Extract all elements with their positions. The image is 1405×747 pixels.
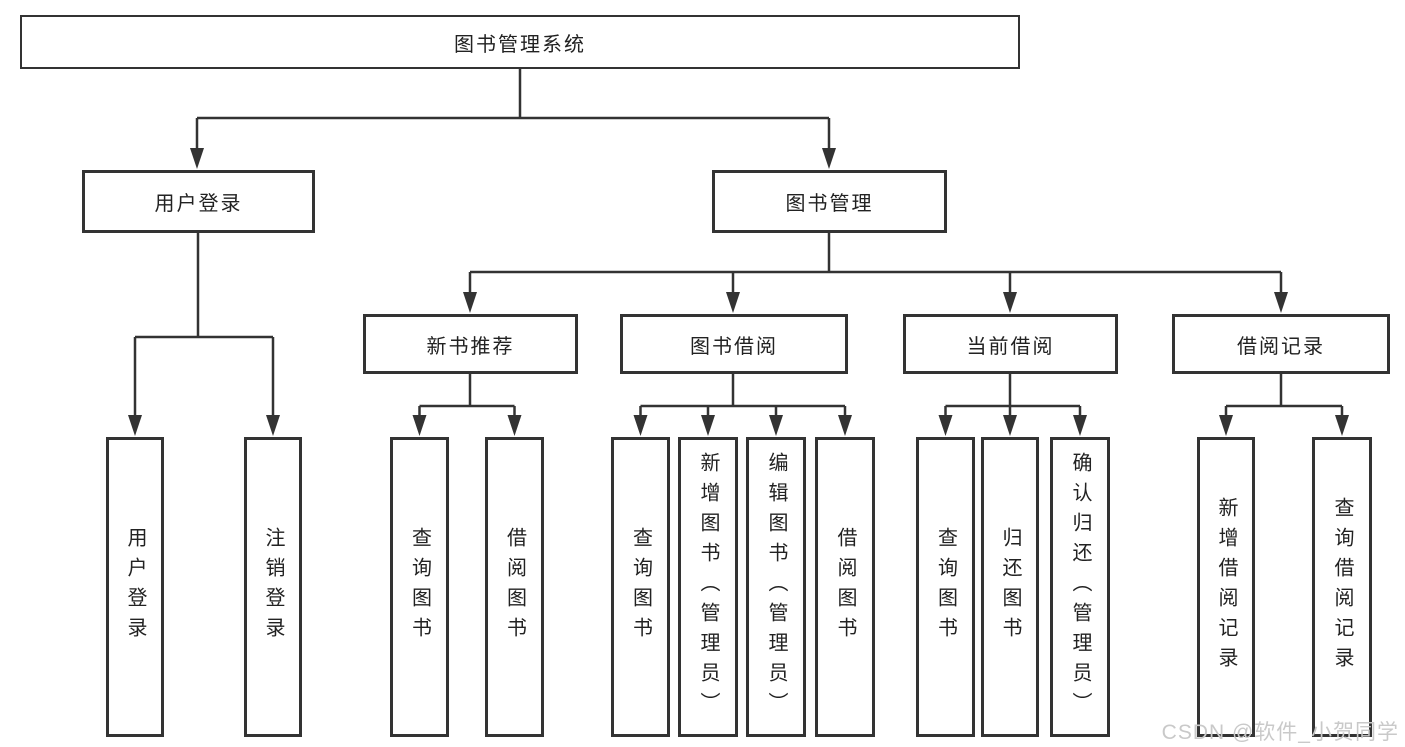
arrowhead-cb-query [938, 415, 953, 436]
connector-book-mgmt-children [468, 233, 1283, 294]
connector-borrow-record-children [1224, 374, 1344, 418]
node-label: 新书推荐 [426, 335, 515, 358]
arrowhead-nb-borrow [507, 415, 522, 436]
node-leaf-bb-borrow-book: 借阅图书 [815, 437, 875, 737]
arrowhead-bb-edit [769, 415, 783, 436]
node-borrowing-records: 借阅记录 [1172, 314, 1390, 374]
node-label: 借阅图书 [503, 527, 526, 647]
node-label: 查询图书 [408, 527, 431, 647]
arrowhead-bb-borrow [838, 415, 852, 436]
node-label: 图书借阅 [690, 335, 778, 358]
arrowhead-ul-user-login [128, 415, 142, 436]
node-label: 查询图书 [934, 527, 957, 647]
connector-root-to-level2 [195, 69, 831, 150]
arrowhead-borrow-record [1274, 292, 1288, 313]
node-leaf-cb-confirm-return-admin: 确认归还（管理员） [1050, 437, 1110, 737]
node-label: 当前借阅 [966, 335, 1055, 358]
node-user-login: 用户登录 [82, 170, 315, 233]
node-label: 用户登录 [154, 193, 243, 215]
node-leaf-bb-query-book: 查询图书 [611, 437, 670, 737]
node-label: 借阅图书 [834, 527, 856, 647]
node-label: 图书管理 [785, 193, 874, 215]
node-label: 编辑图书（管理员） [765, 452, 787, 722]
node-leaf-cb-return-book: 归还图书 [981, 437, 1039, 737]
node-label: 归还图书 [999, 527, 1021, 647]
arrowhead-cb-confirm [1073, 415, 1087, 436]
arrowhead-new-book-rec [463, 292, 477, 313]
node-book-management: 图书管理 [712, 170, 947, 233]
node-new-book-recommendation: 新书推荐 [363, 314, 578, 374]
node-leaf-logout: 注销登录 [244, 437, 302, 737]
node-library-management-system: 图书管理系统 [20, 15, 1020, 69]
node-label: 查询图书 [629, 527, 652, 647]
node-label: 新增图书（管理员） [697, 452, 719, 722]
node-label: 新增借阅记录 [1215, 497, 1237, 677]
arrowhead-bb-query [633, 415, 648, 436]
node-current-borrowing: 当前借阅 [903, 314, 1118, 374]
arrowhead-nb-query [412, 415, 427, 436]
connector-user-login-children [133, 233, 275, 418]
node-leaf-br-query-record: 查询借阅记录 [1312, 437, 1372, 737]
arrowhead-book-mgmt [822, 148, 836, 169]
node-leaf-nb-query-book: 查询图书 [390, 437, 449, 737]
arrowhead-br-add [1219, 415, 1233, 436]
node-label: 查询借阅记录 [1331, 497, 1353, 677]
arrowhead-current-borrow [1003, 292, 1017, 313]
node-label: 借阅记录 [1237, 335, 1325, 358]
csdn-watermark: CSDN @软件_小贺同学 [1161, 721, 1399, 744]
arrowhead-cb-return [1003, 415, 1017, 436]
arrowhead-user-login [190, 148, 204, 169]
node-label: 图书管理系统 [454, 33, 586, 56]
arrowhead-book-borrow [726, 292, 740, 313]
arrowhead-bb-add [701, 415, 715, 436]
node-label: 确认归还（管理员） [1069, 452, 1091, 722]
arrowhead-ul-logout [266, 415, 280, 436]
node-leaf-br-add-record: 新增借阅记录 [1197, 437, 1255, 737]
arrowhead-br-query [1335, 415, 1349, 436]
connector-book-borrow-children [639, 374, 847, 418]
connector-new-book-rec-children [418, 374, 516, 418]
node-label: 注销登录 [262, 527, 284, 647]
node-label: 用户登录 [124, 527, 146, 647]
node-leaf-bb-edit-book-admin: 编辑图书（管理员） [746, 437, 806, 737]
node-leaf-cb-query-book: 查询图书 [916, 437, 975, 737]
node-leaf-user-login: 用户登录 [106, 437, 164, 737]
connector-current-borrow-children [944, 374, 1082, 418]
node-book-borrowing: 图书借阅 [620, 314, 848, 374]
node-leaf-nb-borrow-book: 借阅图书 [485, 437, 544, 737]
node-leaf-bb-add-book-admin: 新增图书（管理员） [678, 437, 738, 737]
